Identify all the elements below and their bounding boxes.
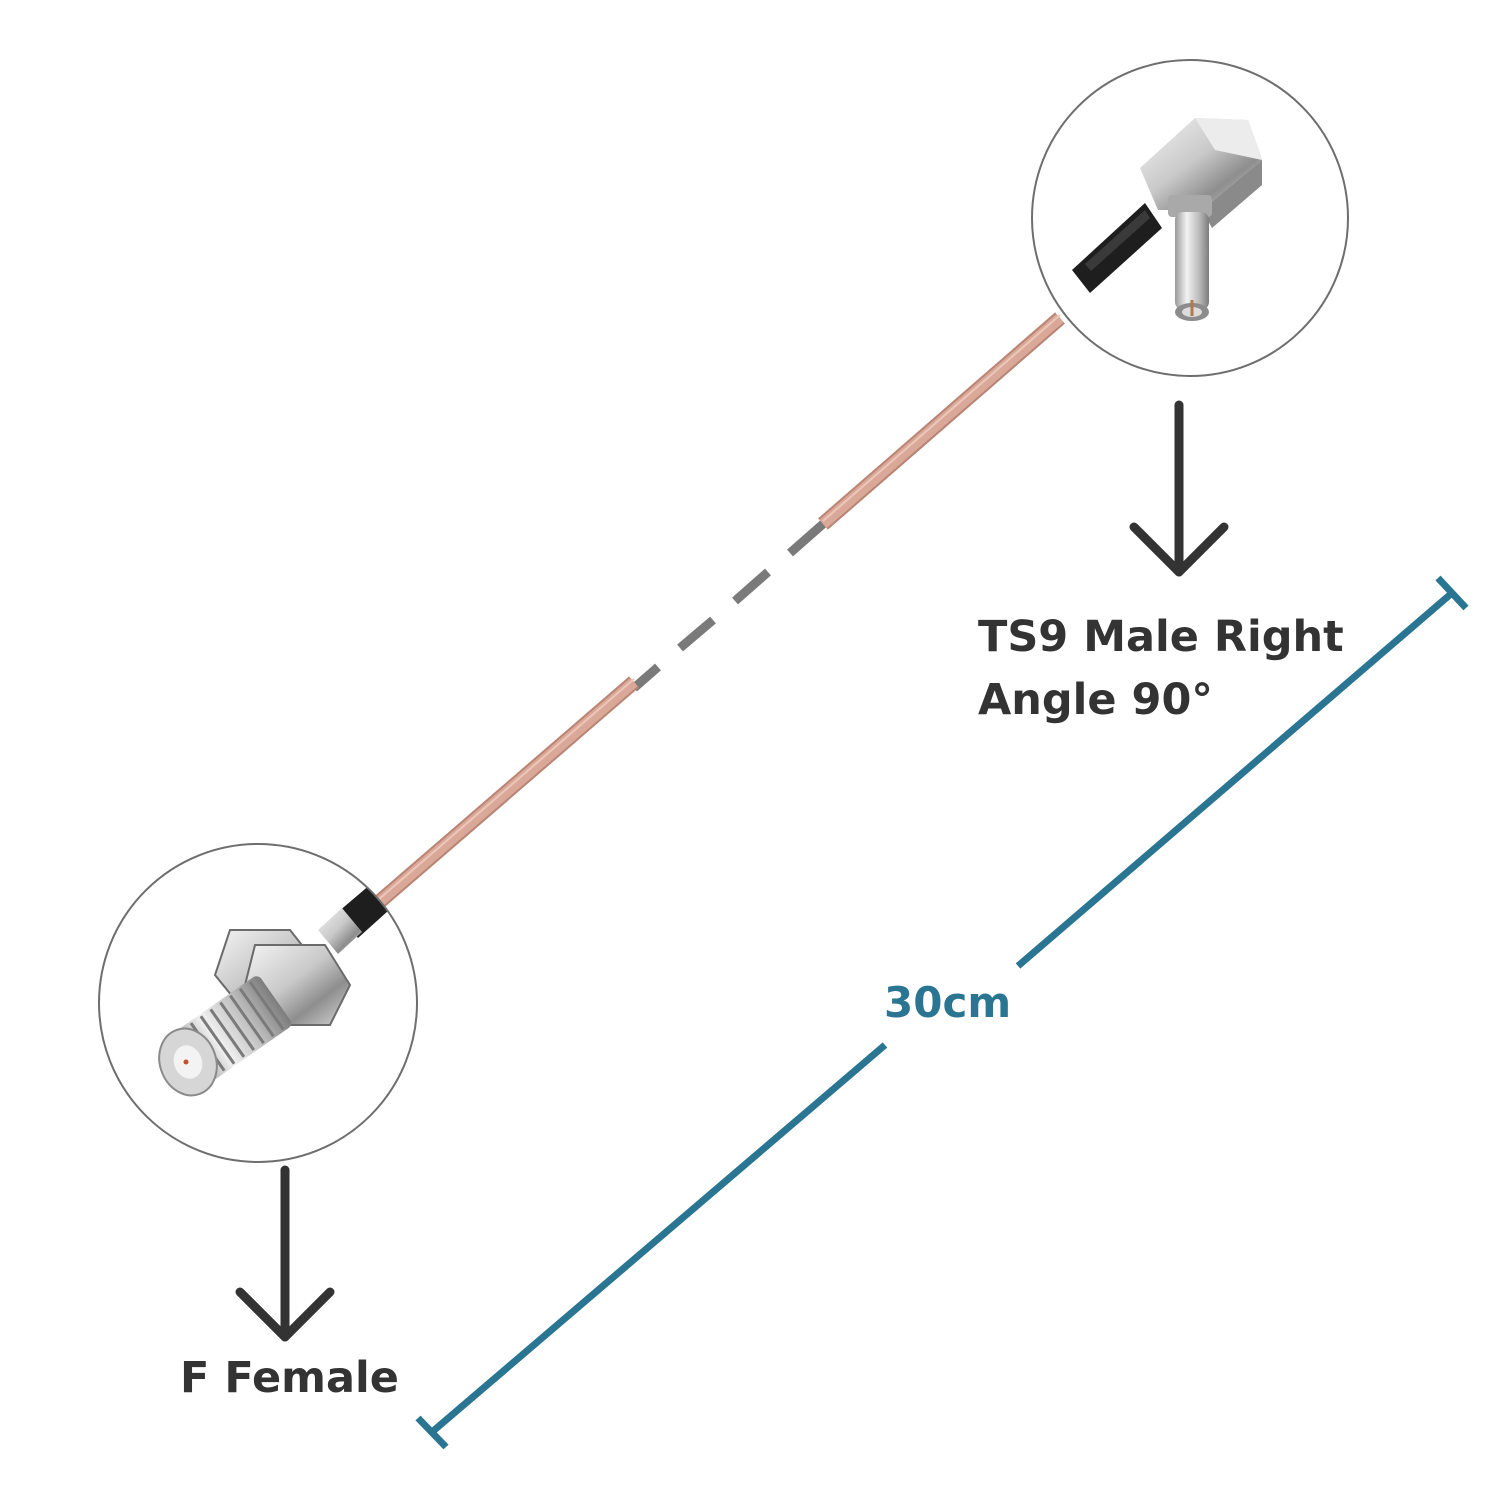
ts9-arrow-icon (1129, 400, 1229, 577)
length-dimension-line (415, 575, 1469, 1450)
cable-omitted-dashes (631, 520, 826, 692)
f-connector-closeup (98, 843, 418, 1163)
f-female-label: F Female (180, 1353, 399, 1403)
cable-lower-segment (373, 676, 639, 909)
cable-upper-segment (818, 312, 1065, 530)
f-female-arrow-icon (235, 1165, 335, 1342)
ts9-connector-closeup (1031, 59, 1349, 377)
ts9-male-right-angle-label: TS9 Male Right Angle 90° (978, 606, 1344, 732)
ts9-label-line-2: Angle 90° (978, 675, 1213, 725)
ts9-label-line-1: TS9 Male Right (978, 612, 1344, 662)
cable-length-label: 30cm (884, 978, 1012, 1027)
